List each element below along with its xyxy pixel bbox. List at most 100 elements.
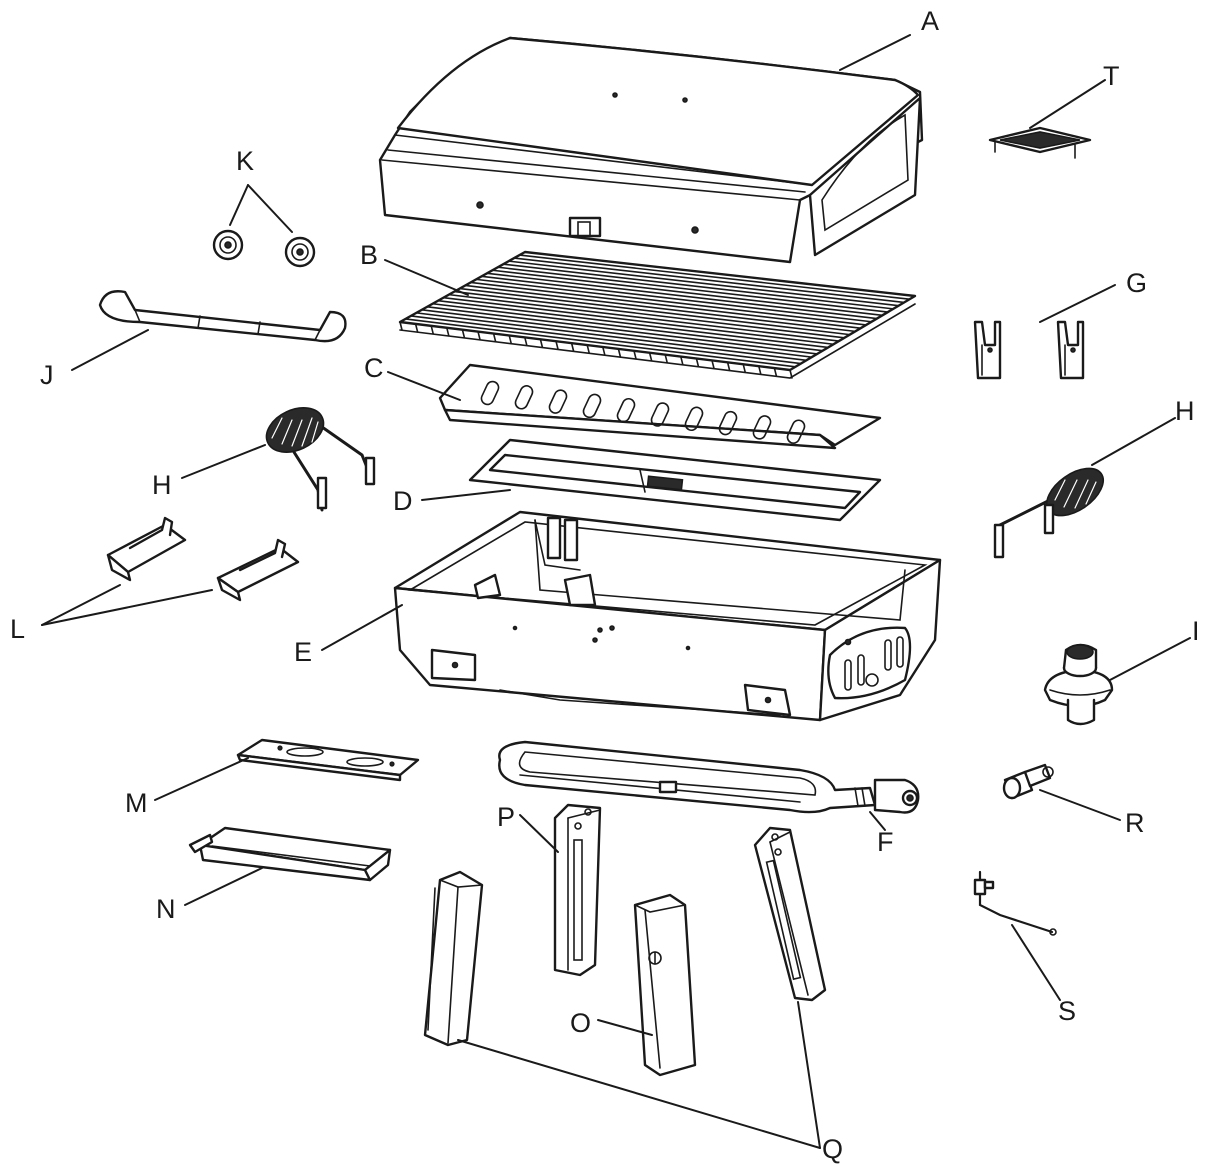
leader-t <box>1029 79 1106 129</box>
part-f-burner <box>498 740 920 814</box>
label-l: L <box>10 614 25 644</box>
callout-labels: A B C D E F G H H I J K L M N O P Q R S … <box>10 6 1200 1164</box>
grate-bar <box>475 278 867 326</box>
deflector-slot <box>684 406 704 432</box>
leader-o <box>597 1019 653 1036</box>
label-i: I <box>1192 616 1200 646</box>
leader-k-2 <box>247 184 293 233</box>
leader-f <box>869 811 886 831</box>
label-s: S <box>1058 996 1076 1026</box>
grate-tine <box>648 351 653 362</box>
grate-bar <box>469 281 862 329</box>
part-a-lid <box>378 36 924 264</box>
grate-tine <box>695 357 700 368</box>
grate-tine <box>414 323 419 333</box>
grate-bar <box>507 260 900 307</box>
grate-tine <box>586 344 591 354</box>
grate-tine <box>711 359 715 370</box>
grate-tine <box>539 338 544 349</box>
grate-bar <box>513 257 905 304</box>
deflector-slot <box>650 402 670 427</box>
label-g: G <box>1126 268 1147 298</box>
deflector-slot <box>786 419 806 444</box>
label-o: O <box>570 1008 591 1038</box>
part-g-brackets <box>973 320 1085 380</box>
label-b: B <box>360 240 378 270</box>
grate-tine <box>461 328 466 339</box>
deflector-slot <box>718 410 738 436</box>
grate-bar <box>426 305 818 355</box>
grate-tine <box>664 353 669 364</box>
leader-n <box>184 867 263 906</box>
part-h-handle-left <box>265 407 376 512</box>
label-t: T <box>1103 61 1120 91</box>
part-p-rear-leg <box>553 803 602 977</box>
grate-tine <box>523 336 528 347</box>
label-m: M <box>125 788 148 818</box>
grate-tine <box>617 348 622 358</box>
grate-tine <box>679 355 684 366</box>
grate-bar <box>399 321 791 371</box>
deflector-slot <box>752 415 772 440</box>
part-t-small-bracket <box>988 126 1092 159</box>
deflector-slot <box>548 389 568 414</box>
grate-bar <box>491 269 884 317</box>
deflector-slot <box>616 397 636 423</box>
leader-q-2 <box>797 1001 821 1149</box>
grate-tine <box>445 326 450 337</box>
part-l-mounting-brackets <box>106 516 300 602</box>
deflector-slot <box>514 385 534 410</box>
part-d-burner-shield <box>468 438 882 522</box>
label-h-right: H <box>1175 396 1195 426</box>
leader-l-2 <box>41 589 213 626</box>
label-h-left: H <box>152 470 172 500</box>
leader-p <box>519 814 559 853</box>
grate-tine <box>742 363 747 374</box>
part-e-firebox <box>393 510 942 722</box>
part-j-front-handle <box>98 290 347 343</box>
grate-bar <box>420 309 813 358</box>
part-i-control-knob <box>1043 643 1114 726</box>
grate-bar <box>518 254 911 301</box>
label-e: E <box>294 637 312 667</box>
label-k: K <box>236 146 254 176</box>
part-n-grease-tray <box>188 826 392 882</box>
label-c: C <box>364 353 384 383</box>
grate-bar <box>453 290 846 339</box>
part-r-fitting <box>1002 763 1054 800</box>
grate-bar <box>442 296 835 346</box>
part-k-washers <box>212 229 316 268</box>
label-a: A <box>921 6 939 36</box>
part-m-rail-plate <box>236 738 420 782</box>
grate-bar <box>497 266 889 313</box>
leader-j <box>71 329 149 371</box>
grate-bar <box>431 302 824 352</box>
leader-s <box>1011 924 1061 1001</box>
part-q-leg-right <box>753 826 827 1002</box>
grate-bar <box>524 251 916 297</box>
part-s-igniter-electrode <box>973 870 1057 936</box>
deflector-slot <box>582 393 602 419</box>
leader-q-1 <box>457 1039 821 1149</box>
grate-tine <box>633 349 637 360</box>
label-r: R <box>1125 808 1145 838</box>
grate-bar <box>437 299 829 349</box>
part-b-cooking-grate <box>398 250 917 379</box>
label-f: F <box>877 827 894 857</box>
grate-bar <box>502 263 895 310</box>
label-j: J <box>40 360 54 390</box>
grate-bar <box>415 312 808 362</box>
grate-tine <box>508 334 513 345</box>
leader-c <box>387 371 461 401</box>
grate-tine <box>430 325 435 335</box>
part-h-handle-right <box>993 467 1104 559</box>
leader-l-1 <box>41 584 121 626</box>
grate-tine <box>757 365 762 375</box>
grate-tine <box>570 342 575 352</box>
label-q: Q <box>822 1134 843 1164</box>
leader-b <box>384 259 469 296</box>
deflector-slot <box>480 380 500 406</box>
grate-bar <box>486 272 878 320</box>
grate-bar <box>464 284 857 333</box>
